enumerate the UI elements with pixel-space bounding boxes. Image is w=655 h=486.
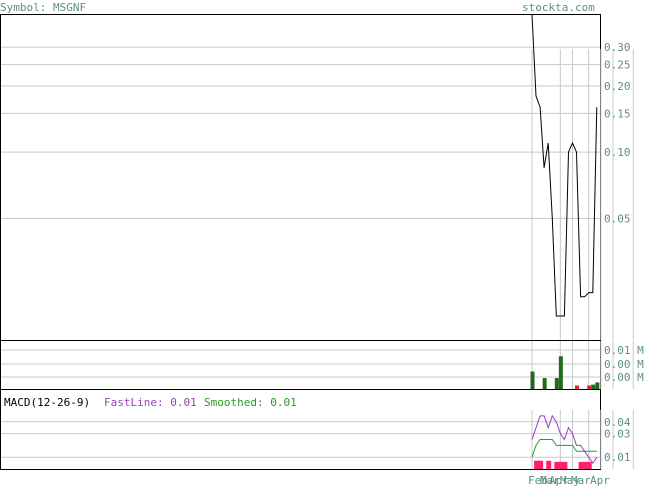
macd-gridlines: [1, 410, 634, 469]
price-tick-label: 0.20: [604, 80, 631, 93]
volume-bar: [558, 356, 563, 389]
volume-bar: [575, 385, 580, 389]
macd-tick-label: 0.03: [604, 428, 631, 441]
x-axis-label: May: [560, 474, 580, 486]
x-axis-label: Apr: [590, 474, 610, 486]
macd-histogram-bar: [578, 461, 584, 469]
macd-histogram-bar: [562, 461, 568, 469]
volume-bar: [542, 378, 547, 389]
macd-histogram-bar: [538, 460, 544, 469]
macd-histogram-bar: [586, 461, 592, 469]
macd-series: [531, 414, 598, 469]
price-gridlines: [1, 46, 634, 340]
price-tick-label: 0.30: [604, 41, 631, 54]
price-tick-label: 0.05: [604, 212, 631, 225]
price-tick-label: 0.15: [604, 107, 631, 120]
volume-bar: [530, 371, 535, 389]
macd-tick-labels: 0.040.03 0.01: [604, 416, 631, 464]
x-axis-label: Apr: [549, 474, 569, 486]
price-tick-label: 0.10: [604, 146, 631, 159]
volume-bar: [591, 384, 596, 389]
symbol-label: Symbol: MSGNF: [0, 1, 86, 14]
macd-panel: [0, 389, 601, 470]
volume-tick-label: 0.00 M: [604, 358, 644, 371]
macd-histogram-bar: [582, 461, 588, 469]
volume-tick-label: 0.00 M: [604, 371, 644, 384]
price-tick-labels: 0.30 0.25 0.20 0.15 0.10 0.05: [604, 41, 631, 225]
volume-bars: [530, 356, 600, 389]
macd-legend: MACD(12-26-9) FastLine: 0.01 Smoothed: 0…: [4, 396, 297, 409]
x-axis-label: Feb: [528, 474, 548, 486]
x-axis-label: Mar: [540, 474, 560, 486]
volume-tick-label: 0.01 M: [604, 344, 644, 357]
price-series: [531, 14, 598, 317]
price-tick-label: 0.25: [604, 59, 631, 72]
macd-histogram-bar: [558, 461, 564, 469]
x-axis-label: Mar: [571, 474, 591, 486]
macd-tick-label: 0.01: [604, 451, 631, 464]
macd-title: MACD(12-26-9): [4, 396, 90, 409]
macd-histogram-bar: [554, 461, 560, 469]
macd-smoothed-label: Smoothed: 0.01: [204, 396, 297, 409]
macd-histogram-bar: [546, 460, 552, 469]
volume-bar: [595, 382, 600, 389]
macd-smoothed-line: [531, 439, 597, 458]
macd-fast-label: FastLine: 0.01: [104, 396, 197, 409]
price-panel: [0, 14, 601, 341]
macd-tick-label: 0.04: [604, 416, 631, 429]
volume-bar: [554, 378, 559, 389]
macd-histogram-bar: [534, 460, 540, 469]
price-line: [531, 14, 598, 317]
macd-fast-line: [531, 414, 598, 464]
site-label: stockta.com: [522, 1, 595, 14]
volume-bar: [587, 385, 592, 389]
volume-tick-labels: 0.01 M0.00 M0.00 M: [604, 344, 644, 384]
volume-panel: [0, 340, 601, 390]
